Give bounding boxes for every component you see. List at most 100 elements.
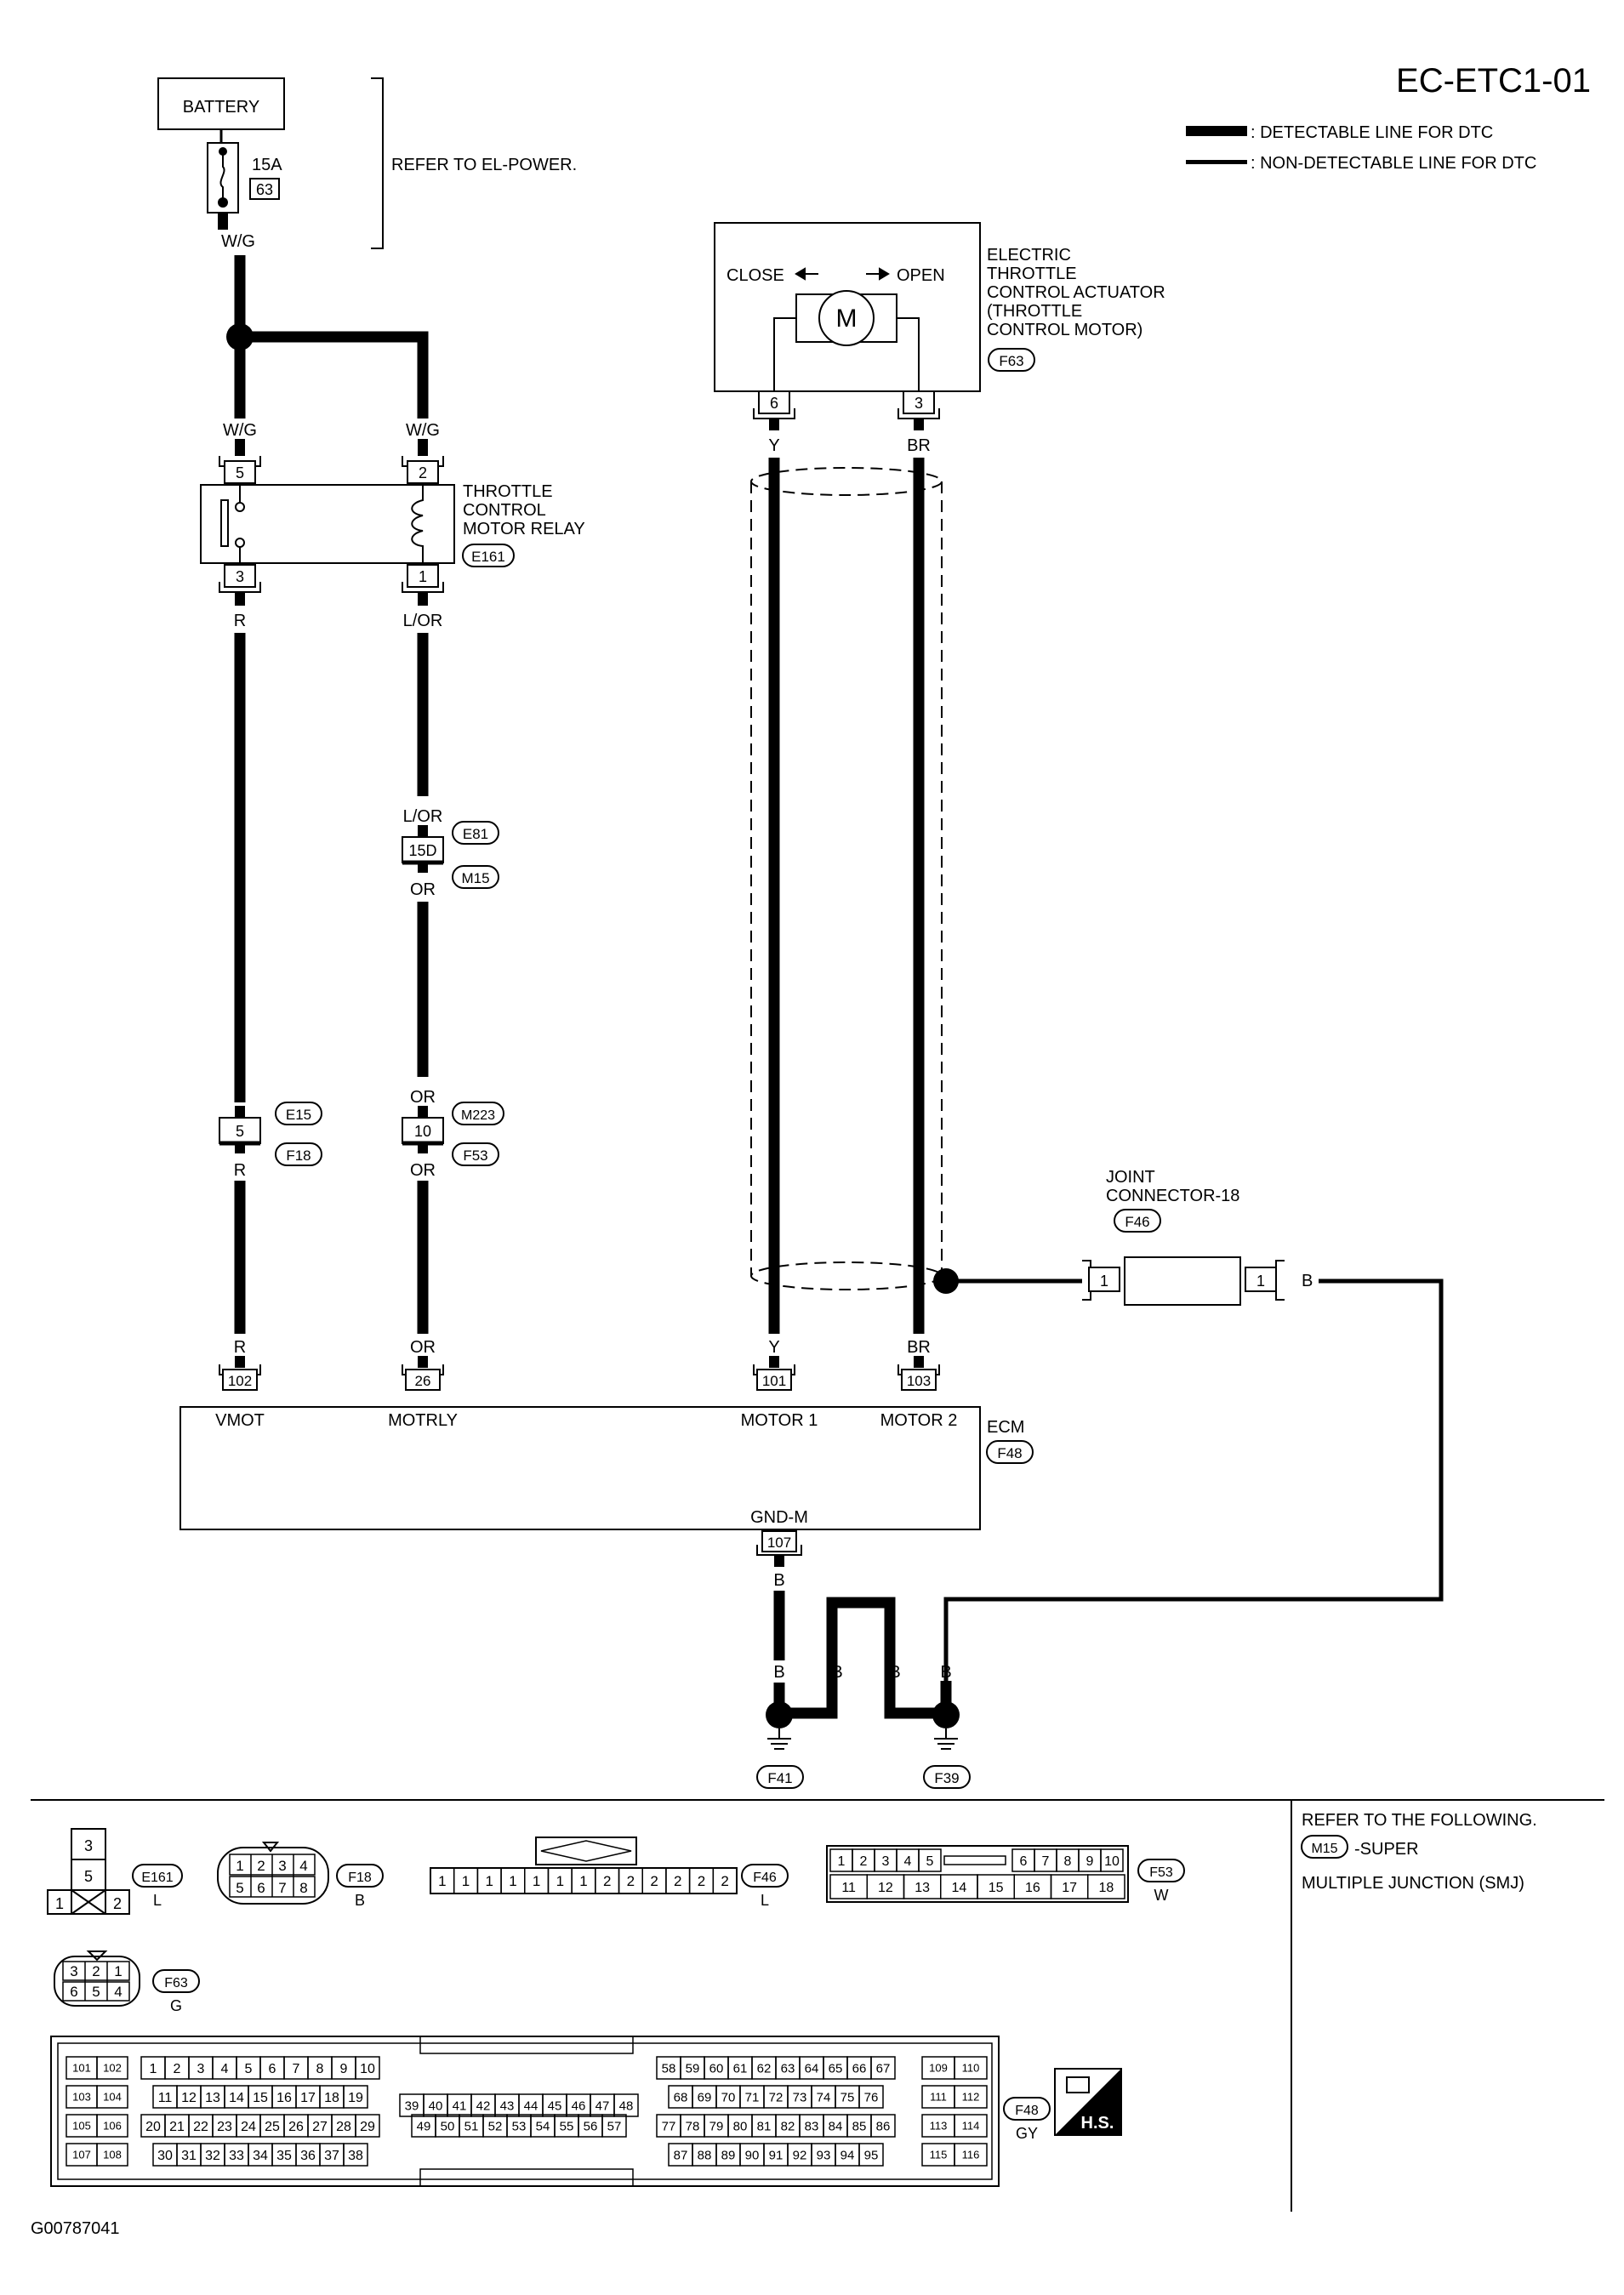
- pin-label: 30: [157, 2149, 173, 2163]
- pin-label: 10: [360, 2062, 375, 2076]
- svg-text:MULTIPLE JUNCTION (SMJ): MULTIPLE JUNCTION (SMJ): [1302, 1874, 1524, 1893]
- pin-label: 21: [169, 2120, 185, 2134]
- svg-text:2: 2: [113, 1895, 122, 1912]
- pin-label: 58: [662, 2061, 676, 2076]
- pin-cell: [954, 2114, 988, 2138]
- pin-label: 88: [698, 2148, 712, 2162]
- refer-bracket: [371, 77, 384, 249]
- pin-label: 82: [781, 2119, 795, 2133]
- coil-icon: [411, 483, 424, 565]
- ecm-label: ECM: [987, 1418, 1024, 1437]
- svg-text:7: 7: [278, 1880, 286, 1896]
- pin-label: 8: [316, 2062, 324, 2076]
- relay-pin-2: 2: [402, 456, 444, 484]
- pin-cell: [954, 2143, 988, 2167]
- pin-label: 2: [698, 1873, 705, 1889]
- pin-label: 66: [852, 2061, 867, 2076]
- page-title: EC-ETC1-01: [1396, 62, 1591, 100]
- connector-view-f63: 3 2 1 6 5 4 F63 G: [54, 1950, 200, 2014]
- pin-label: 28: [336, 2120, 351, 2134]
- ecm-connector-id: F48: [997, 1445, 1022, 1461]
- pin-label: 33: [229, 2149, 244, 2163]
- pin-label: 94: [840, 2148, 855, 2162]
- pin-cell: [343, 2085, 368, 2109]
- pin-label: 57: [607, 2119, 622, 2133]
- relay-pin-5: 5: [219, 456, 261, 484]
- pin-label: 106: [103, 2120, 122, 2133]
- pin-label: 81: [757, 2119, 772, 2133]
- actuator-box: [714, 222, 981, 392]
- fuse-number: 63: [256, 181, 273, 198]
- ecm-terminal-label: MOTOR 2: [880, 1411, 958, 1430]
- pin-label: 40: [429, 2099, 443, 2113]
- legend-nondetectable-label: : NON-DETECTABLE LINE FOR DTC: [1251, 154, 1536, 173]
- pin-cell: [1087, 1874, 1125, 1899]
- pin-label: 44: [524, 2099, 538, 2113]
- shield-icon: [750, 467, 943, 1290]
- pin-label: 101: [72, 2062, 91, 2075]
- pin-label: 42: [476, 2099, 491, 2113]
- svg-text:6: 6: [70, 1984, 77, 2000]
- pin-label: 15: [989, 1881, 1004, 1895]
- pin-label: 79: [709, 2119, 724, 2133]
- pin-label: 5: [926, 1854, 934, 1869]
- wire-label: Y: [768, 436, 779, 455]
- pin-label: 91: [769, 2148, 784, 2162]
- svg-text:1: 1: [114, 1963, 122, 1979]
- pin-label: 56: [584, 2119, 598, 2133]
- pin-label: 75: [840, 2090, 855, 2104]
- pin-label: 17: [300, 2091, 316, 2105]
- junction-e15-f18: 5: [219, 1117, 261, 1146]
- svg-text:F18: F18: [348, 1871, 372, 1885]
- pin-label: 107: [72, 2149, 91, 2161]
- svg-text:8: 8: [299, 1880, 307, 1896]
- junction-connector-id: M223: [461, 1108, 495, 1123]
- pin-label: 50: [441, 2119, 455, 2133]
- pin-label: 105: [72, 2120, 91, 2133]
- pin-label: 65: [829, 2061, 843, 2076]
- wire-label: B: [1302, 1272, 1313, 1290]
- pin-label: 68: [674, 2090, 688, 2104]
- ecm-terminal-label: MOTRLY: [388, 1411, 458, 1430]
- svg-text:F46: F46: [1125, 1214, 1149, 1230]
- pin-label: 90: [745, 2148, 760, 2162]
- wire-label: W/G: [223, 421, 257, 440]
- svg-text:L: L: [153, 1892, 162, 1909]
- svg-text:E161: E161: [141, 1871, 173, 1885]
- wire-label: B: [773, 1571, 784, 1590]
- figure-id: G00787041: [31, 2219, 120, 2238]
- pin-label: 46: [572, 2099, 586, 2113]
- pin-cell: [96, 2085, 128, 2109]
- pin-label: 84: [829, 2119, 843, 2133]
- ecm-terminal-label: MOTOR 1: [741, 1411, 818, 1430]
- pin-label: 11: [841, 1881, 856, 1895]
- pin-label: 59: [686, 2061, 700, 2076]
- svg-text:6: 6: [770, 395, 778, 412]
- pin-label: 69: [698, 2090, 712, 2104]
- wire-label: B: [773, 1663, 784, 1682]
- pin-label: 113: [930, 2120, 948, 2133]
- pin-label: 2: [721, 1873, 728, 1889]
- pin-label: 17: [1062, 1881, 1077, 1895]
- ecm-pin-101: 101: [753, 1364, 795, 1391]
- pin-label: 67: [876, 2061, 891, 2076]
- pin-label: 1: [438, 1873, 446, 1889]
- pin-label: 95: [864, 2148, 879, 2162]
- svg-text:3: 3: [70, 1963, 77, 1979]
- pin-label: 85: [852, 2119, 867, 2133]
- pin-label: 8: [1064, 1854, 1072, 1869]
- pin-label: 2: [174, 2062, 181, 2076]
- pin-label: 23: [217, 2120, 232, 2134]
- pin-label: 1: [485, 1873, 493, 1889]
- pin-label: 2: [650, 1873, 658, 1889]
- connector-view-e161: 3 5 1 2 E161 L: [47, 1828, 183, 1915]
- pin-label: 6: [1020, 1854, 1028, 1869]
- pin-label: 41: [453, 2099, 467, 2113]
- svg-text:1: 1: [1100, 1273, 1108, 1290]
- pin-label: 12: [181, 2091, 197, 2105]
- svg-text:2: 2: [257, 1858, 265, 1874]
- pin-label: 77: [662, 2119, 676, 2133]
- svg-text:H.S.: H.S.: [1081, 2114, 1114, 2133]
